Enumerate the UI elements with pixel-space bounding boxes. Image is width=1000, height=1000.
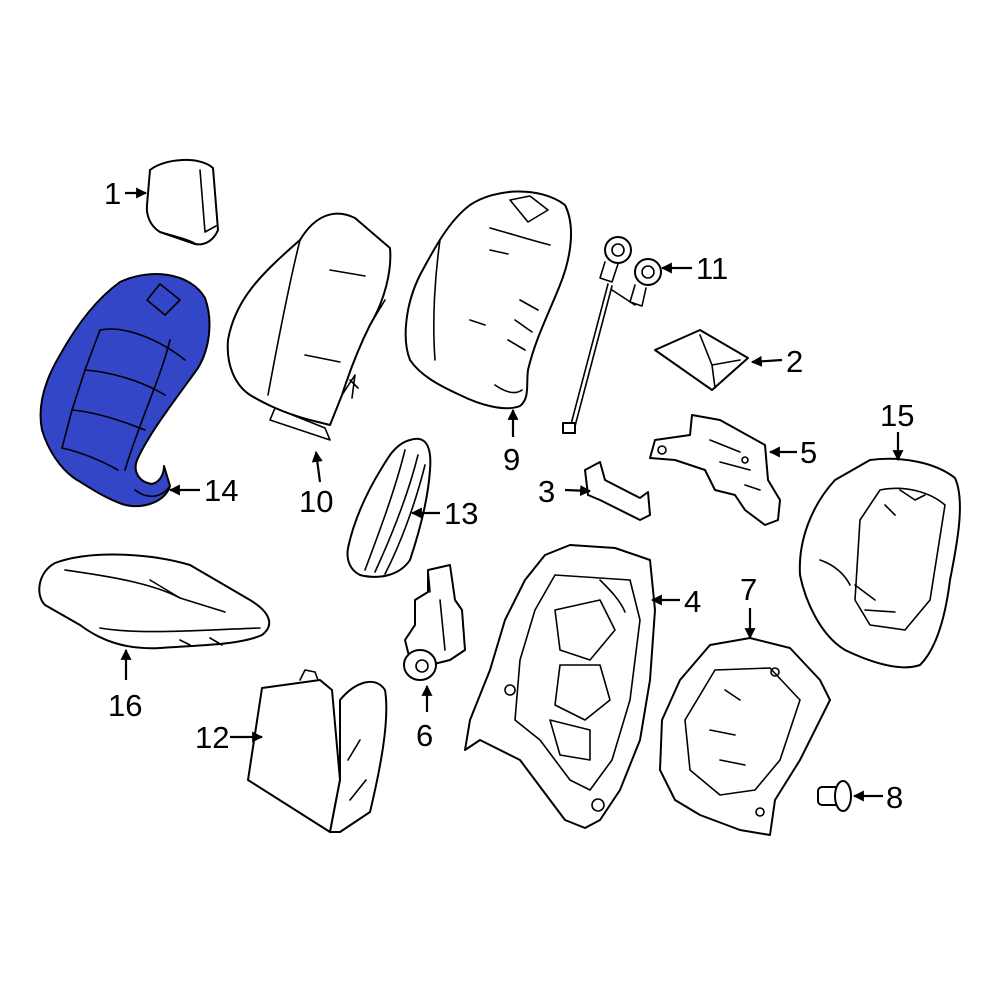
callout-4[interactable]: 4 [684, 584, 701, 619]
part-13-side-bolster[interactable] [346, 437, 432, 578]
part-1-headrest-guide[interactable] [145, 158, 219, 246]
callout-7[interactable]: 7 [740, 572, 757, 607]
callout-11[interactable]: 11 [696, 251, 728, 286]
part-16-seat-cushion[interactable] [38, 553, 271, 650]
callout-9[interactable]: 9 [503, 442, 520, 477]
callout-15[interactable]: 15 [880, 398, 914, 433]
callout-5[interactable]: 5 [800, 435, 817, 470]
part-10-seat-back-pad[interactable] [226, 212, 392, 441]
part-2-pad[interactable] [654, 329, 749, 391]
part-8-pin-fastener[interactable] [817, 780, 852, 812]
callout-14[interactable]: 14 [204, 473, 238, 508]
callout-12[interactable]: 12 [195, 720, 229, 755]
highlighted-part-shape [39, 273, 211, 508]
callout-6[interactable]: 6 [416, 718, 433, 753]
leader-lines [120, 187, 904, 802]
callout-16[interactable]: 16 [108, 688, 142, 723]
part-11-sensor-harness[interactable] [562, 236, 662, 434]
part-15-rear-panel[interactable] [798, 457, 961, 669]
part-12-module-panel[interactable] [247, 669, 388, 833]
callout-13[interactable]: 13 [444, 496, 478, 531]
part-4-seat-back-frame[interactable] [464, 544, 656, 829]
part-7-inner-frame[interactable] [659, 637, 831, 836]
part-14-seat-back-cover[interactable] [39, 273, 211, 508]
part-3-bracket[interactable] [584, 461, 651, 521]
part-6-adjuster-motor[interactable] [403, 564, 466, 681]
callout-3[interactable]: 3 [538, 474, 555, 509]
callout-labels: 1 2 3 4 5 6 7 8 9 10 11 12 13 14 15 16 [104, 176, 914, 815]
callout-1[interactable]: 1 [104, 176, 121, 211]
part-9-seat-back-trim[interactable] [404, 190, 573, 410]
callout-10[interactable]: 10 [299, 484, 333, 519]
callout-8[interactable]: 8 [886, 780, 903, 815]
part-5-mounting-plate[interactable] [649, 414, 781, 526]
callout-2[interactable]: 2 [786, 344, 803, 379]
